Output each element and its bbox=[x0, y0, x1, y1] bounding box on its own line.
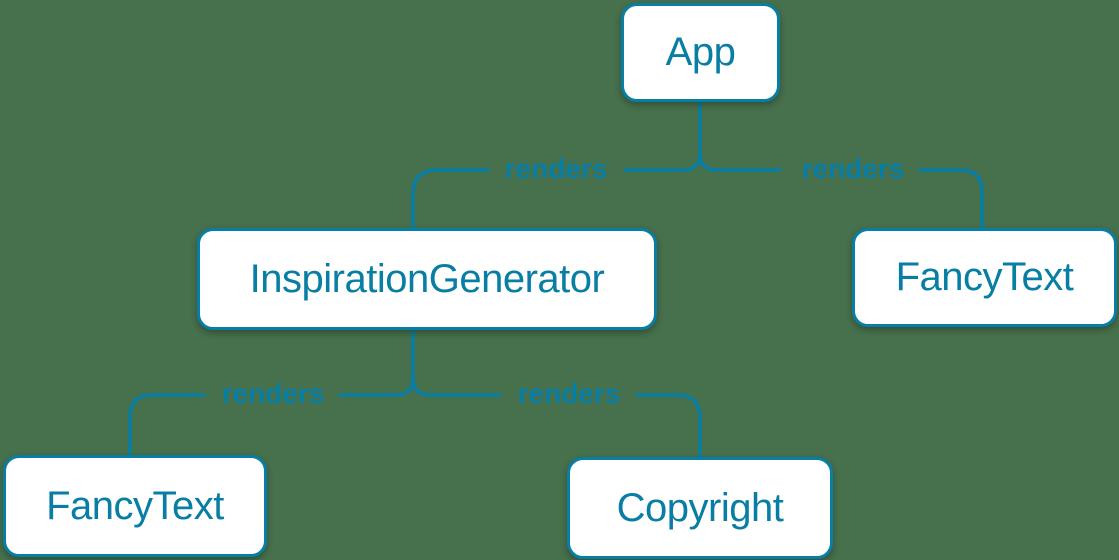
edge-app-inspirationgenerator-segment-near bbox=[623, 98, 702, 172]
node-fancy-text-bottom-label: FancyText bbox=[46, 483, 224, 528]
node-fancy-text-bottom: FancyText bbox=[3, 455, 267, 557]
edge-app-fancytext-segment-far bbox=[918, 168, 984, 232]
edge-app-inspirationgenerator-segment-far bbox=[411, 168, 490, 232]
node-app: App bbox=[621, 3, 780, 102]
edge-label-renders-inspirationgenerator-fancytext: renders bbox=[221, 378, 325, 409]
node-app-label: App bbox=[665, 30, 736, 74]
node-fancy-text-top: FancyText bbox=[852, 228, 1117, 327]
node-fancy-text-top-label: FancyText bbox=[895, 255, 1074, 299]
node-copyright-label: Copyright bbox=[616, 485, 784, 530]
edge-label-renders-app-inspirationgenerator: renders bbox=[504, 153, 608, 184]
edge-app-fancytext-segment-near bbox=[698, 151, 782, 172]
edge-inspirationgenerator-fancytext-segment-far bbox=[128, 393, 206, 459]
node-inspiration-generator-label: InspirationGenerator bbox=[249, 256, 605, 301]
edge-inspirationgenerator-fancytext-segment-near bbox=[338, 326, 415, 397]
edge-inspirationgenerator-copyright-segment-near bbox=[411, 376, 502, 397]
node-copyright: Copyright bbox=[567, 457, 833, 559]
edge-label-renders-app-fancytext: renders bbox=[801, 153, 905, 184]
edge-inspirationgenerator-copyright-segment-far bbox=[635, 393, 702, 461]
edge-label-renders-inspirationgenerator-copyright: renders bbox=[517, 378, 621, 409]
node-inspiration-generator: InspirationGenerator bbox=[197, 228, 657, 330]
